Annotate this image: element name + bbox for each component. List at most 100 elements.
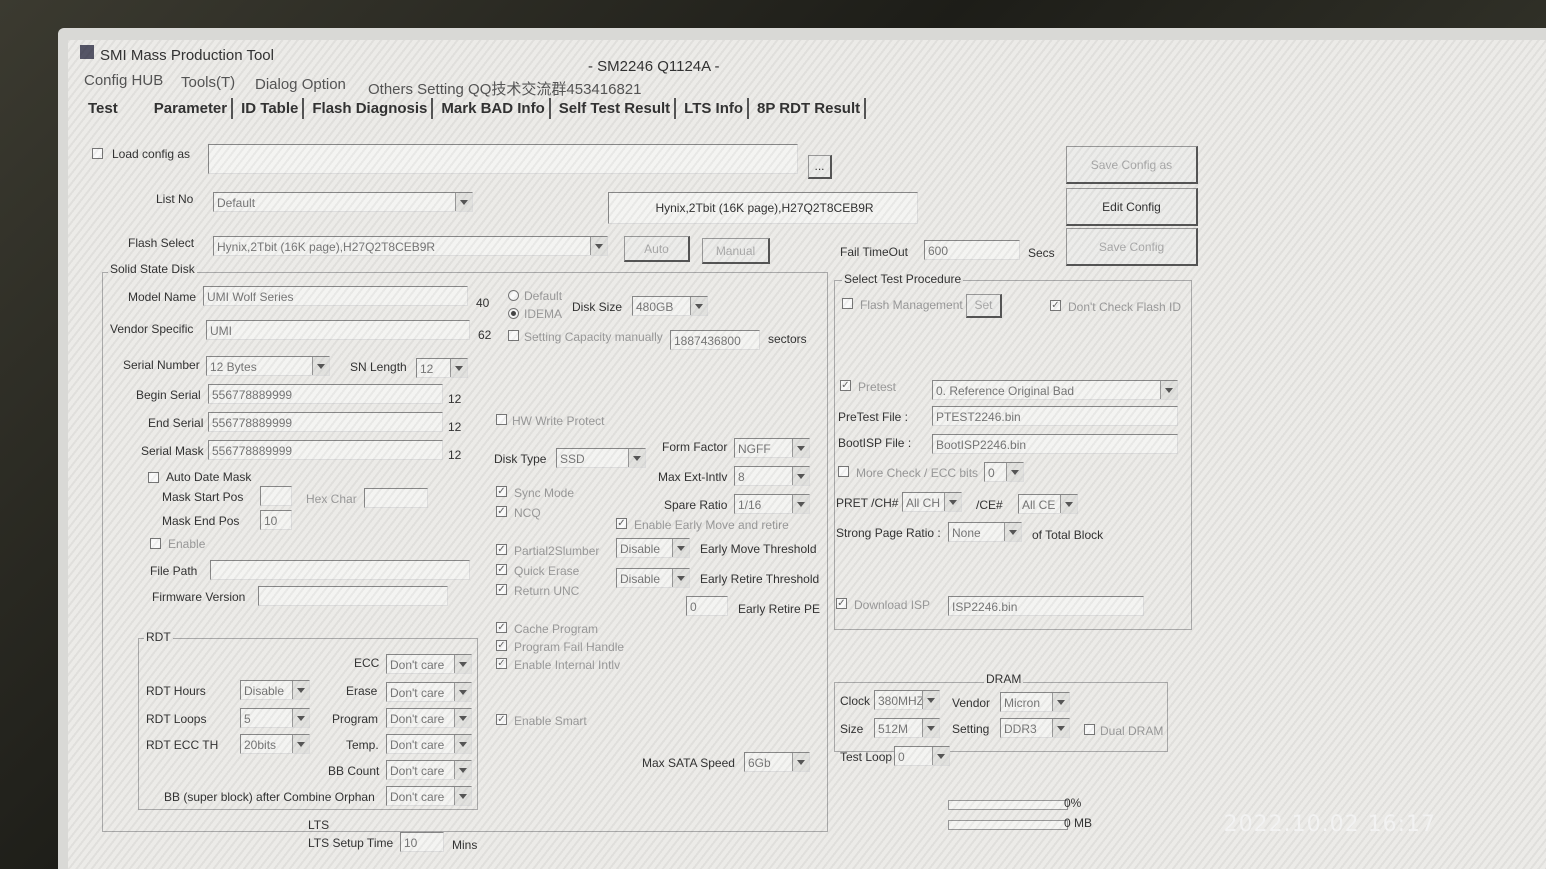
firmware-version-input[interactable] [258,586,448,606]
serial-number-select[interactable]: 12 Bytes [206,356,330,376]
temp-select[interactable]: Don't care [386,734,472,754]
mask-end-pos-input[interactable]: 10 [260,510,292,530]
tab-8p-rdt-result[interactable]: 8P RDT Result [753,98,867,119]
auto-button[interactable]: Auto [624,236,690,262]
isp-file-input[interactable]: ISP2246.bin [948,596,1144,616]
serial-mask-input[interactable]: 556778889999 [208,440,443,460]
early-retire-pe-input[interactable]: 0 [686,596,728,616]
dram-setting-value: DDR3 [1004,722,1037,736]
dram-clock-select[interactable]: 380MHZ [874,690,940,710]
chevron-down-icon [797,474,805,479]
more-check-checkbox[interactable] [838,466,849,477]
spare-ratio-select[interactable]: 1/16 [734,494,810,514]
enable-smart-label: Enable Smart [514,714,587,728]
rdt-ecc-select[interactable]: 20bits [240,734,310,754]
early-move-label: Early Move Threshold [700,542,817,556]
form-factor-select[interactable]: NGFF [734,438,810,458]
test-loop-select[interactable]: 0 [894,746,950,766]
pretest-select[interactable]: 0. Reference Original Bad [932,380,1178,400]
chevron-down-icon [1009,530,1017,535]
tab-mark-bad-info[interactable]: Mark BAD Info [437,98,551,119]
file-path-input[interactable] [210,560,470,580]
strong-page-ratio-select[interactable]: None [948,522,1022,542]
partial-slumber-checkbox[interactable]: ✓ [496,544,507,555]
ce-select[interactable]: All CE [1018,494,1078,514]
cache-program-checkbox[interactable]: ✓ [496,622,507,633]
disk-size-select[interactable]: 480GB [632,296,708,316]
ecc-select[interactable]: Don't care [386,654,472,674]
sn-length-select[interactable]: 12 [416,358,468,378]
tab-parameter[interactable]: Parameter [150,98,234,119]
hw-write-protect-checkbox[interactable] [496,414,507,425]
menu-tools[interactable]: Tools(T) [181,74,236,91]
idema-size-radio[interactable] [508,308,519,319]
dont-check-flash-id-checkbox[interactable]: ✓ [1050,300,1061,311]
browse-config-button[interactable]: ... [808,155,832,179]
bb-count-select[interactable]: Don't care [386,760,472,780]
save-config-as-button[interactable]: Save Config as [1066,146,1198,184]
rdt-hours-select[interactable]: Disable [240,680,310,700]
bb-super-block-select[interactable]: Don't care [386,786,472,806]
early-move-select[interactable]: Disable [616,538,690,558]
dual-dram-label: Dual DRAM [1100,724,1164,738]
max-ext-intlv-value: 8 [738,470,745,484]
enable-checkbox[interactable] [150,538,161,549]
max-ext-intlv-select[interactable]: 8 [734,466,810,486]
serial-mask-length: 12 [448,448,462,462]
dram-size-select[interactable]: 512M [874,718,940,738]
enable-internal-intlv-checkbox[interactable]: ✓ [496,658,507,669]
end-serial-input[interactable]: 556778889999 [208,412,443,432]
max-sata-speed-select[interactable]: 6Gb [744,752,810,772]
disk-type-select[interactable]: SSD [556,448,646,468]
tab-self-test-result[interactable]: Self Test Result [555,98,677,119]
menu-others-setting[interactable]: Others Setting QQ技术交流群453416821 [368,81,642,98]
capacity-input[interactable]: 1887436800 [670,330,760,350]
enable-early-move-checkbox[interactable]: ✓ [616,518,627,529]
sync-mode-checkbox[interactable]: ✓ [496,486,507,497]
fail-timeout-input[interactable]: 600 [924,240,1020,260]
dram-vendor-select[interactable]: Micron [1000,692,1070,712]
erase-select[interactable]: Don't care [386,682,472,702]
setting-capacity-checkbox[interactable] [508,330,519,341]
tab-lts-info[interactable]: LTS Info [680,98,750,119]
early-retire-pe-label: Early Retire PE [738,602,821,616]
download-isp-checkbox[interactable]: ✓ [836,598,847,609]
rdt-loops-select[interactable]: 5 [240,708,310,728]
dual-dram-checkbox[interactable] [1084,724,1095,735]
program-select[interactable]: Don't care [386,708,472,728]
dram-setting-select[interactable]: DDR3 [1000,718,1070,738]
default-size-radio[interactable] [508,290,519,301]
mask-start-pos-input[interactable] [260,486,292,506]
flash-select-combo[interactable]: Hynix,2Tbit (16K page),H27Q2T8CEB9R [213,236,608,256]
pretest-file-input[interactable]: PTEST2246.bin [932,406,1178,426]
menu-dialog-option[interactable]: Dialog Option [255,76,346,93]
manual-button[interactable]: Manual [702,238,770,264]
tab-flash-diagnosis[interactable]: Flash Diagnosis [308,98,434,119]
lts-setup-time-input[interactable]: 10 [400,832,444,852]
pretest-checkbox[interactable]: ✓ [840,380,851,391]
quick-erase-checkbox[interactable]: ✓ [496,564,507,575]
return-unc-checkbox[interactable]: ✓ [496,584,507,595]
ncq-checkbox[interactable]: ✓ [496,506,507,517]
early-retire-select[interactable]: Disable [616,568,690,588]
program-fail-handle-checkbox[interactable]: ✓ [496,640,507,651]
more-check-select[interactable]: 0 [984,462,1024,482]
flash-management-set-button[interactable]: Set [966,294,1002,318]
bootisp-file-input[interactable]: BootISP2246.bin [932,434,1178,454]
vendor-specific-input[interactable]: UMI [206,320,470,340]
menu-config-hub[interactable]: Config HUB [84,72,164,89]
tab-id-table[interactable]: ID Table [237,98,305,119]
save-config-button[interactable]: Save Config [1066,228,1198,266]
pret-ch-select[interactable]: All CH [902,492,962,512]
list-no-select[interactable]: Default [213,192,473,212]
begin-serial-input[interactable]: 556778889999 [208,384,443,404]
flash-management-checkbox[interactable] [842,298,853,309]
auto-date-mask-checkbox[interactable] [148,472,159,483]
load-config-checkbox[interactable] [92,148,103,159]
edit-config-button[interactable]: Edit Config [1066,188,1198,226]
enable-smart-checkbox[interactable]: ✓ [496,714,507,725]
hex-char-input[interactable] [364,488,428,508]
load-config-input[interactable] [208,144,798,174]
model-name-input[interactable]: UMI Wolf Series [203,286,468,306]
tab-test[interactable]: Test [88,100,118,117]
